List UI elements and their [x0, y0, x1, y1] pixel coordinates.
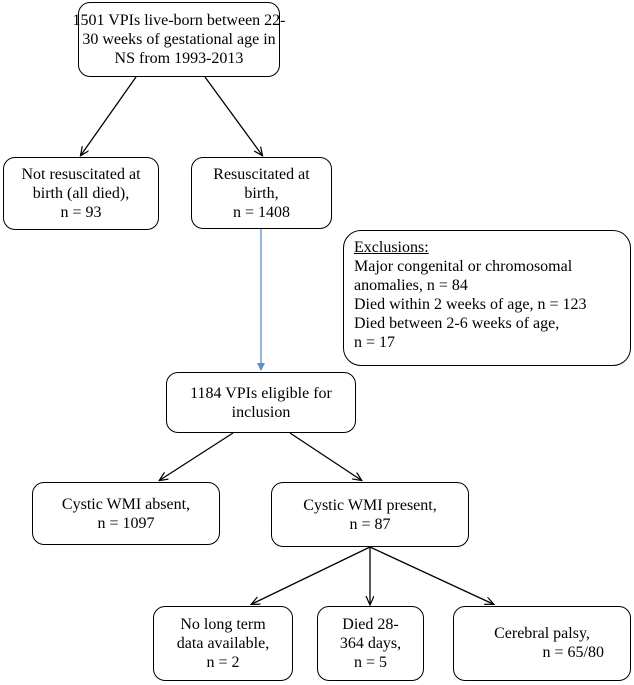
arrow-eligible-to-wmi-absent [160, 432, 234, 480]
node-died-line-1: Died 28- [342, 616, 399, 633]
exclusions-line-1: Major congenital or chromosomal [354, 258, 573, 275]
node-not-resuscitated: Not resuscitated at birth (all died), n … [3, 157, 159, 230]
exclusions-line-4: Died between 2-6 weeks of age, [354, 315, 560, 332]
node-no-data-line-2: data available, [176, 635, 270, 652]
node-cerebral-palsy: Cerebral palsy, n = 65/80 [453, 606, 631, 681]
node-eligible-line-1: 1184 VPIs eligible for [190, 384, 332, 402]
node-no-data-line-1: No long term [180, 616, 266, 633]
exclusions-line-3: Died within 2 weeks of age, n = 123 [354, 296, 587, 313]
node-wmi-absent-line-1: Cystic WMI absent, [61, 495, 191, 513]
node-resuscitated-line-2: birth, [244, 184, 279, 202]
arrow-total-to-not-resuscitated [81, 76, 137, 155]
node-eligible: 1184 VPIs eligible for inclusion [166, 372, 356, 433]
node-wmi-absent-line-2: n = 1097 [97, 514, 155, 532]
node-no-data-line-3: n = 2 [206, 654, 240, 671]
node-died: Died 28- 364 days, n = 5 [317, 606, 424, 681]
node-died-line-3: n = 5 [353, 654, 388, 671]
arrow-wmi-present-to-cp [369, 546, 493, 604]
exclusions-line-2: anomalies, n = 84 [354, 277, 468, 294]
node-wmi-present-line-2: n = 87 [349, 515, 391, 533]
node-resuscitated-line-3: n = 1408 [232, 203, 291, 221]
node-total-line-3: NS from 1993-2013 [114, 50, 244, 67]
node-wmi-present: Cystic WMI present, n = 87 [271, 482, 469, 547]
node-exclusions: Exclusions: Major congenital or chromoso… [343, 230, 631, 366]
node-cp-line-1: Cerebral palsy, [494, 625, 590, 642]
node-cp-line-2: n = 65/80 [542, 644, 604, 661]
node-died-line-2: 364 days, [339, 635, 402, 652]
node-eligible-line-2: inclusion [231, 403, 291, 421]
node-wmi-present-line-1: Cystic WMI present, [303, 496, 437, 514]
node-wmi-absent: Cystic WMI absent, n = 1097 [32, 482, 220, 545]
node-total-live-born: 1501 VPIs live-born between 22- 30 weeks… [73, 2, 286, 77]
node-not-resuscitated-line-1: Not resuscitated at [21, 166, 141, 183]
node-resuscitated: Resuscitated at birth, n = 1408 [191, 157, 332, 229]
node-total-line-2: 30 weeks of gestational age in [82, 31, 276, 48]
arrow-total-to-resuscitated [204, 76, 262, 155]
node-not-resuscitated-line-2: birth (all died), [32, 185, 130, 202]
node-not-resuscitated-line-3: n = 93 [60, 204, 102, 221]
exclusions-line-5: n = 17 [354, 334, 396, 351]
node-total-line-1: 1501 VPIs live-born between 22- [72, 12, 286, 29]
node-resuscitated-line-1: Resuscitated at [213, 165, 310, 183]
exclusions-heading: Exclusions: [354, 239, 429, 256]
arrow-eligible-to-wmi-present [289, 432, 361, 480]
node-no-data: No long term data available, n = 2 [153, 606, 293, 681]
arrow-wmi-present-to-no-data [252, 546, 371, 604]
